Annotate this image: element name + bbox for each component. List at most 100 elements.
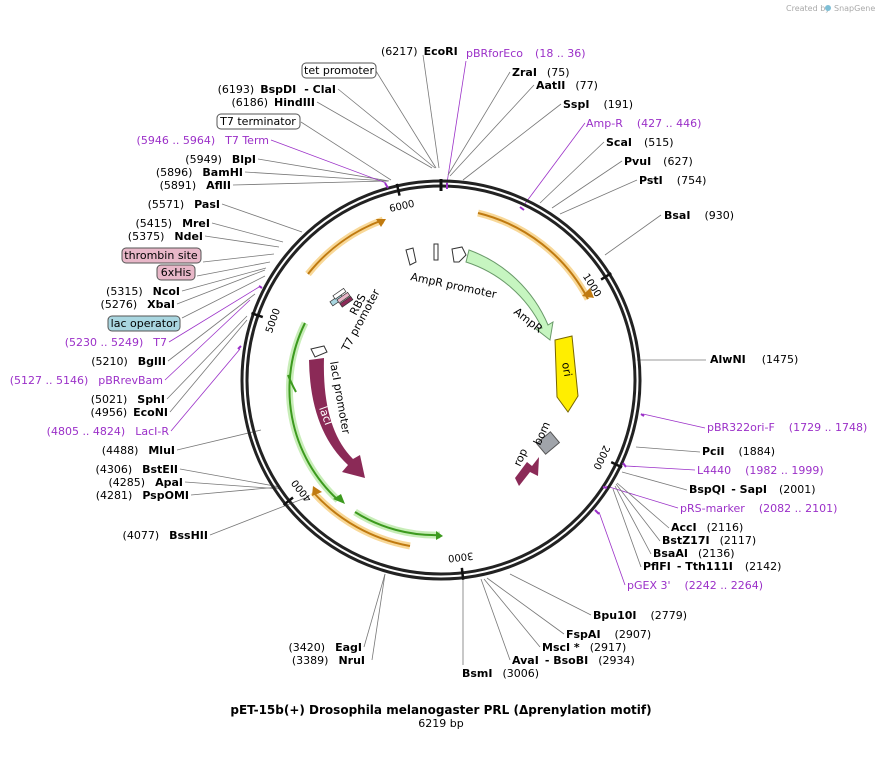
enzyme-aatii-name: AatII [536,79,565,92]
primer-pbrrevbam: (5127 .. 5146)pBRrevBam [10,374,163,387]
enzyme-pspomi-pos: (4281) [96,489,133,502]
enzyme-pvui-name: PvuI [624,155,651,168]
primer-mark-t7 [258,285,263,289]
enzyme-nrui: (3389) NruI [292,654,365,667]
snapgene-branding: Created by SnapGene [786,4,875,13]
enzyme-bpu10i: Bpu10I(2779) [593,609,687,622]
snapgene-logo-icon [825,5,831,11]
t7-feature-cluster [329,287,354,308]
primer-t7-range: (5230 .. 5249) [65,336,144,349]
enzyme-pspomi-name: PspOMI [142,489,189,502]
enzyme-acci-name: AccI [671,521,697,534]
enzyme-bstz17i-pos: (2117) [720,534,757,547]
enzyme-fspai-pos: (2907) [615,628,652,641]
leader-line [604,214,662,256]
enzyme-fspai-name: FspAI [566,628,601,641]
leader-line [551,160,623,209]
enzyme-blpi: (5949)BlpI [185,153,256,166]
primer-pgex3: pGEX 3'(2242 .. 2264) [627,579,763,592]
t7-promoter-mark [332,287,347,300]
enzyme-bspqi: BspQI- SapI(2001) [689,483,816,496]
leader-line [221,203,303,233]
enzyme-xbai-pos: (5276) [101,298,138,311]
enzyme-zrai: ZraI (75) [512,66,570,79]
thrombin-site-box [121,247,202,264]
enzyme-sphi: (5021)SphI [91,393,165,406]
enzyme-zrai-pos: (75) [547,66,570,79]
tick-label-4000: 4000 [290,477,314,504]
enzyme-psti-name: PstI [639,174,663,187]
leader-line [204,235,280,248]
tet-promoter-label: tet promoter [304,64,374,77]
enzyme-sphi-pos: (5021) [91,393,128,406]
enzyme-avai-pos: (2934) [598,654,635,667]
enzyme-avai: AvaI- BsoBI(2934) [512,654,635,667]
primer-pbrrevbam-range: (5127 .. 5146) [10,374,89,387]
tet-promoter-marker [405,247,417,266]
enzyme-bspdi-pos: (6193) [218,83,255,96]
leader-line [462,103,562,181]
ampr-promoter-label: AmpR promoter [409,270,498,301]
enzyme-pcii-name: PciI [702,445,724,458]
thrombin-site-label: thrombin site [124,249,198,262]
tick-mark-5000 [251,311,264,319]
enzyme-aatii-pos: (77) [575,79,598,92]
leader-line [422,54,440,169]
enzyme-zrai-name: ZraI [512,66,537,79]
enzyme-scai-pos: (515) [644,136,674,149]
tick-mark-4000 [282,496,294,506]
orange-arc-3-line [312,491,411,547]
enzyme-nrui-name: NruI [338,654,365,667]
primer-mark-prs [602,486,608,489]
laci-label: lacI [316,405,335,427]
tick-mark-3000 [460,567,465,580]
enzyme-msci: MscI *(2917) [542,641,626,654]
leader-line [176,429,262,451]
enzyme-msci-pos: (2917) [590,641,627,654]
enzyme-pasi-name: PasI [194,198,220,211]
ori-label: ori [559,361,574,377]
enzyme-pspomi: (4281) PspOMI [96,489,189,502]
enzyme-bamhi-pos: (5896) [156,166,193,179]
leader-lines [164,54,706,665]
leader-line [168,286,260,343]
enzyme-alwni-pos: (1475) [762,353,799,366]
leader-line [447,71,511,176]
enzyme-mrei-pos: (5415) [135,217,172,230]
leader-line [179,468,281,488]
enzyme-nrui-pos: (3389) [292,654,329,667]
tick-mark-2000 [610,461,623,469]
enzyme-ncoi: (5315)NcoI [106,285,180,298]
enzyme-bsteii: (4306)BstEII [96,463,178,476]
leader-line [559,179,638,215]
snapgene-brand-text: SnapGene [834,4,875,13]
primer-laci-r: (4805 .. 4824)LacI-R [47,425,170,438]
green-arc-1-line [288,322,339,501]
enzyme-bamhi: (5896)BamHI [156,166,243,179]
t7-terminator-box [216,113,301,130]
leader-line [598,511,626,586]
primer-ampr-range: (427 .. 446) [637,117,702,130]
enzyme-bsshii-pos: (4077) [123,529,160,542]
enzyme-psti: PstI (754) [639,174,706,187]
enzyme-psti-pos: (754) [677,174,707,187]
enzyme-ecori: (6217)EcoRI [381,45,458,58]
green-arc-2-head [436,531,443,540]
orange-arc-2-head [376,219,386,227]
leader-line [270,139,387,184]
enzyme-econi-pos: (4956) [91,406,128,419]
primer-l4440-name: L4440 [697,464,731,477]
enzyme-bglii-name: BglII [138,355,166,368]
green-arc-1-head [333,494,345,504]
leader-line [375,70,437,169]
leader-line [316,101,433,169]
leader-line [257,158,390,182]
leader-line [181,267,267,292]
leader-line [371,573,386,661]
map-title: pET-15b(+) Drosophila melanogaster PRL (… [230,703,651,717]
enzyme-ecori-name: EcoRI [424,45,458,58]
map-title-block: pET-15b(+) Drosophila melanogaster PRL (… [230,703,651,730]
enzyme-alwni: AlwNI(1475) [710,353,798,366]
ampr-cds-arrow [465,249,554,341]
